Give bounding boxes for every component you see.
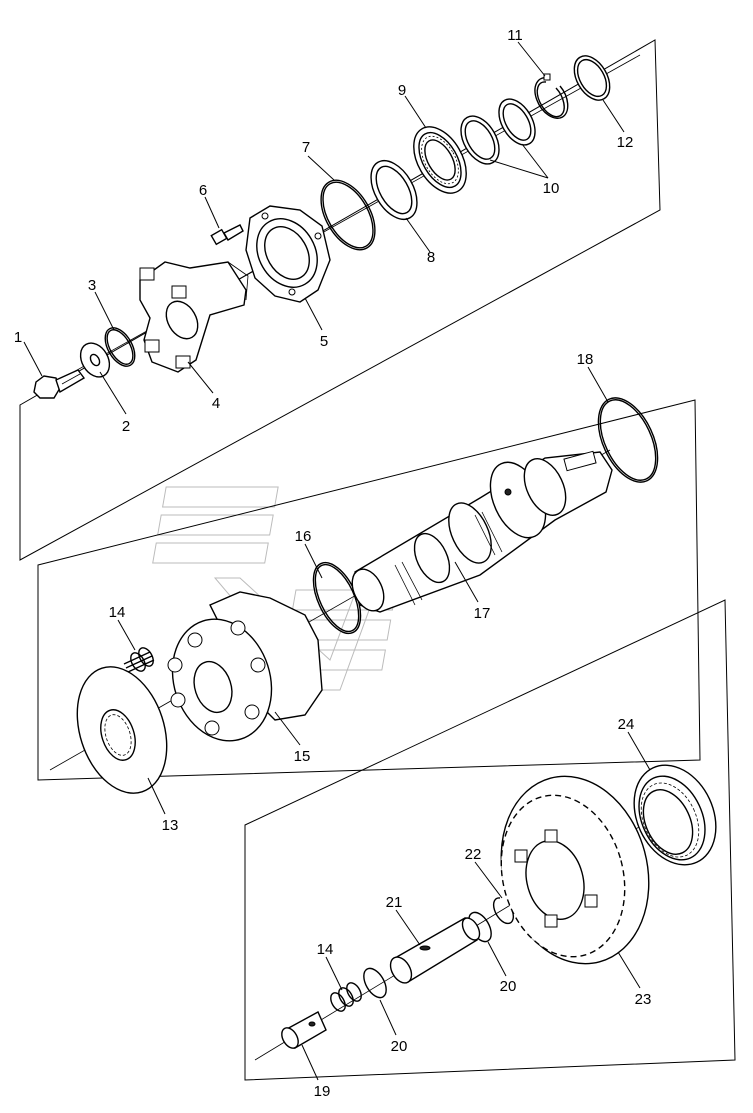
part-10-rings (460, 98, 536, 165)
part-12-ring (573, 55, 611, 101)
part-6-screw (210, 224, 244, 246)
label-part-11: 11 (507, 27, 523, 44)
part-4-yoke (139, 261, 249, 373)
label-part-20b: 20 (500, 978, 517, 995)
label-part-13: 13 (162, 817, 179, 834)
part-5-housing (245, 205, 331, 303)
label-part-21: 21 (386, 894, 403, 911)
section-middle-outline (37, 399, 701, 781)
label-part-6: 6 (199, 182, 207, 199)
label-part-22: 22 (465, 846, 482, 863)
part-22-clip (492, 897, 514, 925)
label-part-19: 19 (314, 1083, 331, 1100)
part-18-oring (597, 397, 659, 483)
part-3-oring (104, 327, 136, 367)
part-17-shaft (351, 450, 613, 613)
label-part-4: 4 (212, 395, 220, 412)
label-part-3: 3 (88, 277, 96, 294)
part-15-cylinder (167, 591, 323, 742)
part-8-seal (370, 160, 418, 220)
label-part-10: 10 (543, 180, 560, 197)
label-part-7: 7 (302, 139, 310, 156)
label-part-8: 8 (427, 249, 435, 266)
part-14-spring-a (123, 647, 155, 673)
label-part-20a: 20 (391, 1038, 408, 1055)
part-23-gear (500, 775, 650, 965)
label-part-14a: 14 (109, 604, 126, 621)
part-19-piston (281, 1011, 327, 1049)
part-24-bearing (633, 764, 717, 866)
part-7-oring (320, 179, 376, 251)
part-1-bolt (33, 369, 86, 399)
label-part-23: 23 (635, 991, 652, 1008)
label-part-24: 24 (618, 716, 635, 733)
label-part-2: 2 (122, 418, 130, 435)
part-labels: 1 2 3 4 5 6 7 8 9 10 11 12 13 14 15 16 1… (14, 27, 652, 1100)
part-13-plate (76, 666, 168, 794)
part-21-pin (389, 917, 481, 984)
part-9-bearing (413, 126, 467, 194)
section-bottom-outline (244, 599, 736, 1081)
label-part-12: 12 (617, 134, 634, 151)
label-part-14b: 14 (317, 941, 334, 958)
part-2-washer (79, 342, 111, 378)
leader-lines (23, 41, 651, 1081)
label-part-9: 9 (398, 82, 406, 99)
label-part-1: 1 (14, 329, 22, 346)
label-part-18: 18 (577, 351, 594, 368)
label-part-5: 5 (320, 333, 328, 350)
label-part-15: 15 (294, 748, 311, 765)
label-part-17: 17 (474, 605, 491, 622)
label-part-16: 16 (295, 528, 312, 545)
part-11-snapring (534, 73, 569, 119)
